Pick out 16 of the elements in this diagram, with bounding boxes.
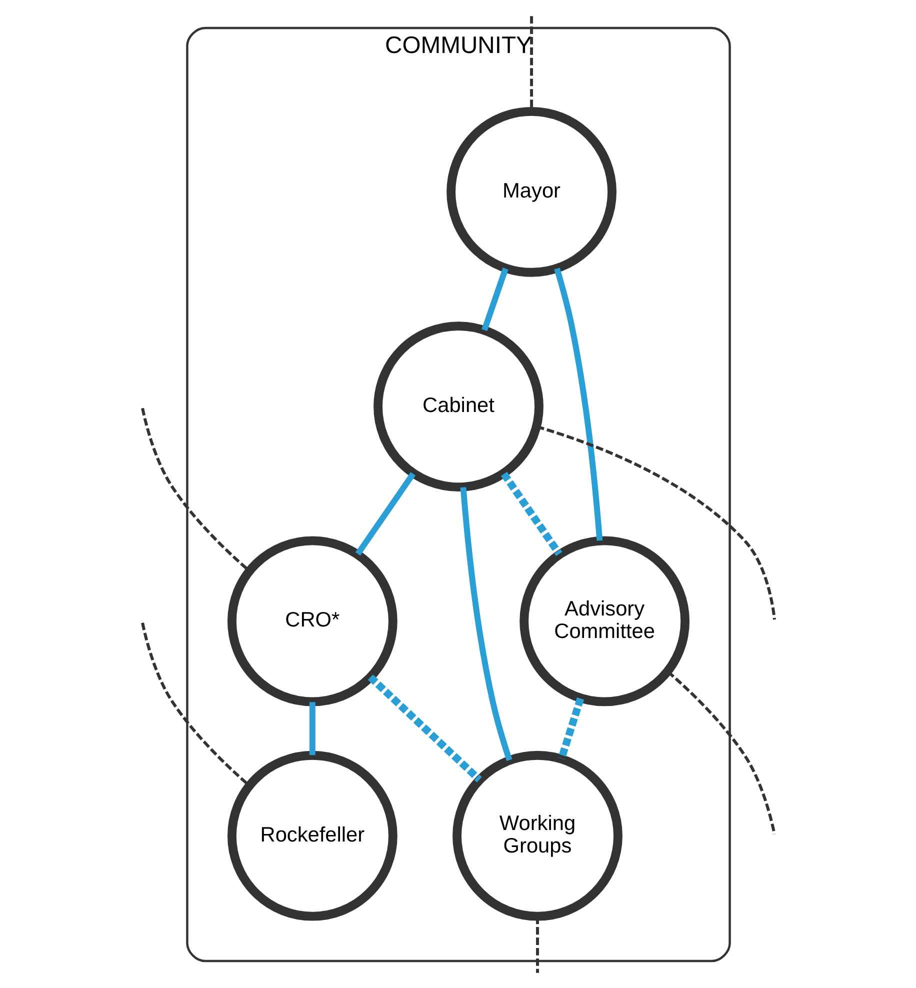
connector	[354, 472, 416, 556]
node-circle: CRO*	[226, 536, 397, 706]
node-circle: Working Groups	[452, 750, 622, 920]
connector	[554, 267, 602, 540]
connector	[460, 486, 512, 760]
connector	[558, 696, 584, 759]
node-circle: Advisory Committee	[519, 536, 690, 706]
node-circle: Cabinet	[373, 321, 543, 492]
connector	[308, 702, 315, 755]
connector	[481, 267, 508, 331]
connector	[140, 407, 250, 572]
connector	[367, 674, 482, 782]
connector	[500, 471, 562, 556]
connector	[140, 622, 250, 786]
node-circle: Mayor	[446, 106, 616, 276]
node-circle: Rockefeller	[226, 750, 397, 920]
